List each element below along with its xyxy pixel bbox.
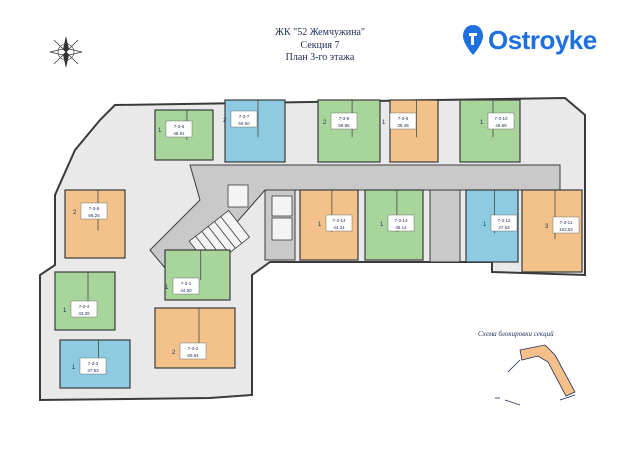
apartment-7-3-9: 1 7-3-9 38.49: [382, 99, 439, 163]
apartment-number: 7-3-9: [398, 116, 409, 121]
apartment-rooms: 2: [223, 118, 227, 124]
apartment-rooms: 2: [73, 210, 77, 216]
apartment-rooms: 2: [172, 350, 176, 356]
apartment-7-3-5: 2 7-3-5 66.25: [64, 189, 126, 259]
apartment-number: 7-3-13: [394, 218, 408, 223]
apartment-label-box: [325, 214, 353, 232]
apartment-area: 47.53: [87, 368, 99, 373]
apartment-area-fill: [317, 99, 381, 163]
apartment-7-3-11: 3 7-3-11 102.52: [521, 189, 583, 273]
apartment-number: 7-3-12: [497, 218, 511, 223]
apartment-area: 60.84: [187, 353, 199, 358]
apartment-7-3-14: 1 7-3-14 44.34: [299, 189, 359, 261]
location-pin-icon: [463, 25, 483, 55]
apartment-area: 59.86: [338, 123, 350, 128]
apartment-label-box: [172, 277, 200, 295]
apartment-label-box: [490, 214, 518, 232]
apartment-label-box: [387, 214, 415, 232]
apartment-area-fill: [389, 99, 439, 163]
apartment-area-fill: [459, 99, 521, 163]
apartment-rooms: 1: [382, 120, 386, 126]
apartments-layer: 1 7-3-6 48.81 2 7-3-7 60.50 2 7-3-8 59.86 1 7-3-9 3…: [54, 99, 583, 389]
apartment-area: 48.81: [173, 131, 185, 136]
apartment-rooms: 1: [480, 120, 484, 126]
apartment-area: 46.14: [395, 225, 407, 230]
block-scheme: [495, 344, 576, 406]
apartment-7-3-10: 1 7-3-10 45.69: [459, 99, 521, 163]
apartment-rooms: 1: [483, 222, 487, 228]
apartment-rooms: 2: [323, 120, 327, 126]
apartment-7-3-13: 1 7-3-13 46.14: [364, 189, 424, 261]
apartment-area-fill: [224, 99, 286, 163]
apartment-number: 7-3-6: [174, 124, 185, 129]
apartment-number: 7-3-4: [79, 304, 90, 309]
apartment-number: 7-3-10: [494, 116, 508, 121]
apartment-number: 7-3-2: [188, 346, 199, 351]
apartment-7-3-3: 1 7-3-3 47.53: [59, 339, 131, 389]
apartment-label-box: [80, 202, 108, 220]
apartment-area: 44.50: [180, 288, 192, 293]
apartment-number: 7-3-5: [89, 206, 100, 211]
apartment-label-box: [230, 110, 258, 128]
apartment-area: 60.50: [238, 121, 250, 126]
apartment-label-box: [487, 112, 515, 130]
apartment-area: 38.49: [397, 123, 409, 128]
apartment-rooms: 1: [72, 365, 76, 371]
apartment-7-3-4: 1 7-3-4 43.39: [54, 271, 116, 331]
apartment-number: 7-3-14: [332, 218, 346, 223]
apartment-area: 45.69: [495, 123, 507, 128]
apartment-7-3-6: 1 7-3-6 48.81: [154, 109, 214, 161]
apartment-area: 47.52: [498, 225, 510, 230]
apartment-7-3-8: 2 7-3-8 59.86: [317, 99, 381, 163]
apartment-rooms: 1: [318, 222, 322, 228]
apartment-label-box: [79, 357, 107, 375]
apartment-number: 7-3-1: [181, 281, 192, 286]
apartment-label-box: [70, 300, 98, 318]
apartment-7-3-2: 2 7-3-2 60.84: [154, 307, 236, 369]
apartment-label-box: [165, 120, 193, 138]
section-name: Секция 7: [300, 40, 340, 51]
brand-name: Ostroyke: [488, 24, 597, 55]
apartment-7-3-1: 1 7-3-1 44.50: [164, 249, 231, 301]
apartment-number: 7-3-8: [339, 116, 350, 121]
apartment-area: 44.34: [333, 225, 345, 230]
apartment-rooms: 1: [158, 128, 162, 134]
apartment-number: 7-3-11: [560, 220, 573, 225]
apartment-number: 7-3-7: [239, 114, 250, 119]
apartment-rooms: 1: [165, 285, 169, 291]
apartment-area: 43.39: [78, 311, 90, 316]
apartment-7-3-12: 1 7-3-12 47.52: [465, 189, 519, 263]
apartment-label-box: [330, 112, 358, 130]
compass-rose-icon: [49, 36, 83, 68]
block-scheme-title: Схема блокировки секций: [478, 330, 554, 338]
floor-plan-title: План 3-го этажа: [285, 52, 355, 63]
apartment-area-fill: [64, 189, 126, 259]
apartment-area: 66.25: [88, 213, 100, 218]
apartment-number: 7-3-3: [88, 361, 99, 366]
apartment-label-box: [552, 216, 580, 234]
apartment-label-box: [179, 342, 207, 360]
apartment-rooms: 3: [545, 224, 549, 230]
apartment-area: 102.52: [559, 227, 573, 232]
apartment-rooms: 1: [380, 222, 384, 228]
apartment-7-3-7: 2 7-3-7 60.50: [223, 99, 286, 163]
apartment-rooms: 1: [63, 308, 67, 314]
complex-name: ЖК "52 Жемчужина": [275, 27, 365, 38]
apartment-label-box: [389, 112, 417, 130]
brand-logo: Ostroyke: [462, 20, 597, 60]
